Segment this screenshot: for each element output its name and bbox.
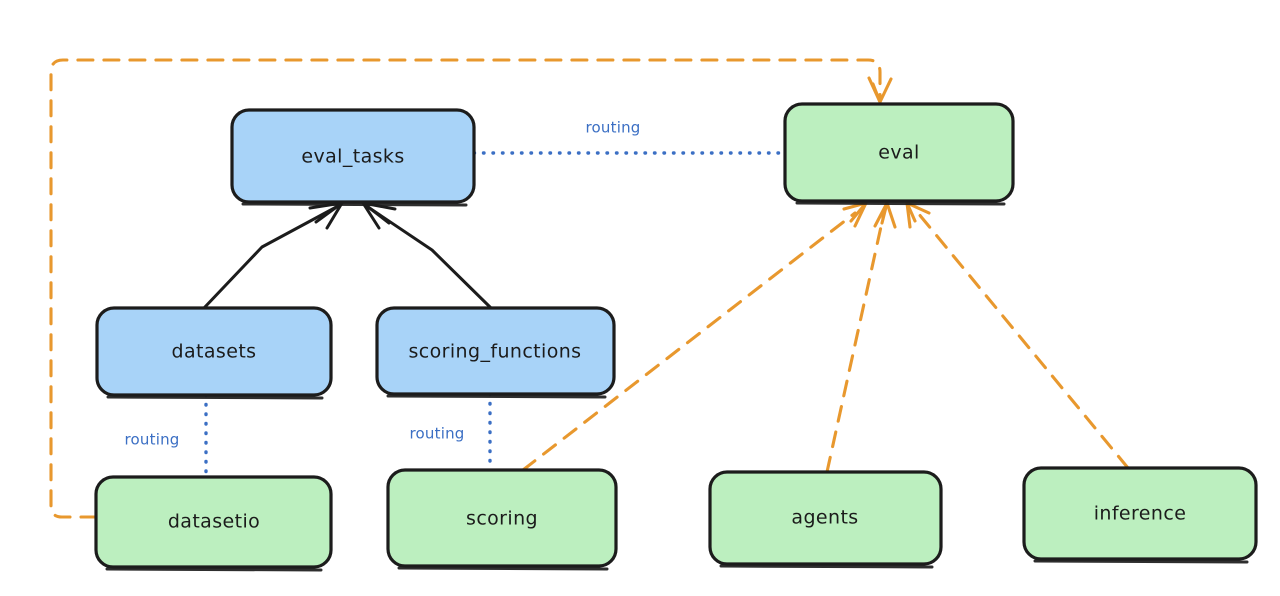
- edge-label-routing-datasets: routing: [125, 431, 180, 449]
- edge-scoring-functions-scoring: routing: [410, 392, 492, 472]
- node-datasets-box[interactable]: [95, 306, 333, 397]
- edge-label-routing-scoring-functions: routing: [410, 425, 465, 443]
- node-scoring-shadow: [397, 566, 609, 571]
- node-scoring-functions-box[interactable]: [375, 306, 616, 396]
- node-agents[interactable]: agents: [708, 470, 943, 569]
- node-datasetio-shadow: [105, 567, 323, 572]
- node-scoring-functions[interactable]: scoring_functions: [375, 306, 616, 399]
- edge-label-routing-eval-tasks: routing: [586, 119, 641, 137]
- node-eval-label: eval: [878, 142, 919, 164]
- edge-inference-eval: [905, 201, 1130, 470]
- node-datasetio-box[interactable]: [94, 475, 333, 569]
- edge-agents-eval-path: [825, 211, 886, 474]
- edge-agents-eval-arrowhead-2: [880, 201, 889, 225]
- node-inference[interactable]: inference: [1022, 466, 1258, 564]
- edge-inference-eval-arrowhead-2: [905, 201, 917, 223]
- node-eval-tasks-box[interactable]: [230, 108, 476, 204]
- edge-datasetio-eval-arrowhead-2: [871, 82, 882, 104]
- node-inference-box[interactable]: [1022, 466, 1258, 561]
- edge-datasets-datasetio: routing: [125, 393, 208, 479]
- node-datasets-label: datasets: [172, 341, 257, 363]
- edge-scoring-functions-eval-tasks-arrowhead-2: [361, 201, 391, 225]
- node-scoring-functions-shadow: [386, 394, 607, 399]
- node-datasetio[interactable]: datasetio: [94, 475, 333, 572]
- edge-datasets-eval-tasks-arrowhead-2: [314, 201, 344, 224]
- node-datasets[interactable]: datasets: [95, 306, 333, 400]
- node-scoring-label: scoring: [466, 508, 538, 530]
- node-agents-label: agents: [791, 507, 858, 529]
- edge-scoring-eval-arrowhead-2: [849, 201, 868, 223]
- edge-eval-tasks-eval: routing: [472, 119, 788, 155]
- node-scoring-box[interactable]: [386, 468, 618, 568]
- node-eval-tasks[interactable]: eval_tasks: [230, 108, 476, 207]
- edge-inference-eval-path: [916, 211, 1130, 470]
- node-eval[interactable]: eval: [783, 102, 1015, 206]
- node-eval-shadow: [795, 201, 1006, 206]
- edge-agents-eval: [825, 201, 897, 474]
- edge-datasets-eval-tasks: [202, 201, 344, 310]
- node-eval-tasks-label: eval_tasks: [301, 146, 404, 168]
- edge-datasetio-eval: [49, 58, 893, 519]
- node-datasetio-label: datasetio: [168, 511, 260, 533]
- node-layer: eval_tasks eval datasets scoring_functio…: [94, 102, 1258, 572]
- node-scoring-functions-label: scoring_functions: [409, 341, 582, 363]
- node-agents-shadow: [719, 564, 934, 569]
- edge-datasetio-eval-path: [49, 58, 882, 519]
- node-inference-label: inference: [1094, 503, 1187, 525]
- node-datasets-shadow: [106, 395, 324, 400]
- edge-scoring-eval-path: [521, 211, 857, 472]
- edge-datasets-eval-tasks-path: [202, 203, 342, 310]
- node-scoring[interactable]: scoring: [386, 468, 618, 571]
- node-inference-shadow: [1033, 559, 1249, 564]
- edge-layer: routing routing routing: [49, 58, 1130, 519]
- edge-scoring-functions-eval-tasks: [361, 201, 494, 311]
- node-eval-box[interactable]: [783, 102, 1015, 203]
- node-eval-tasks-shadow: [241, 202, 468, 207]
- node-agents-box[interactable]: [708, 470, 943, 566]
